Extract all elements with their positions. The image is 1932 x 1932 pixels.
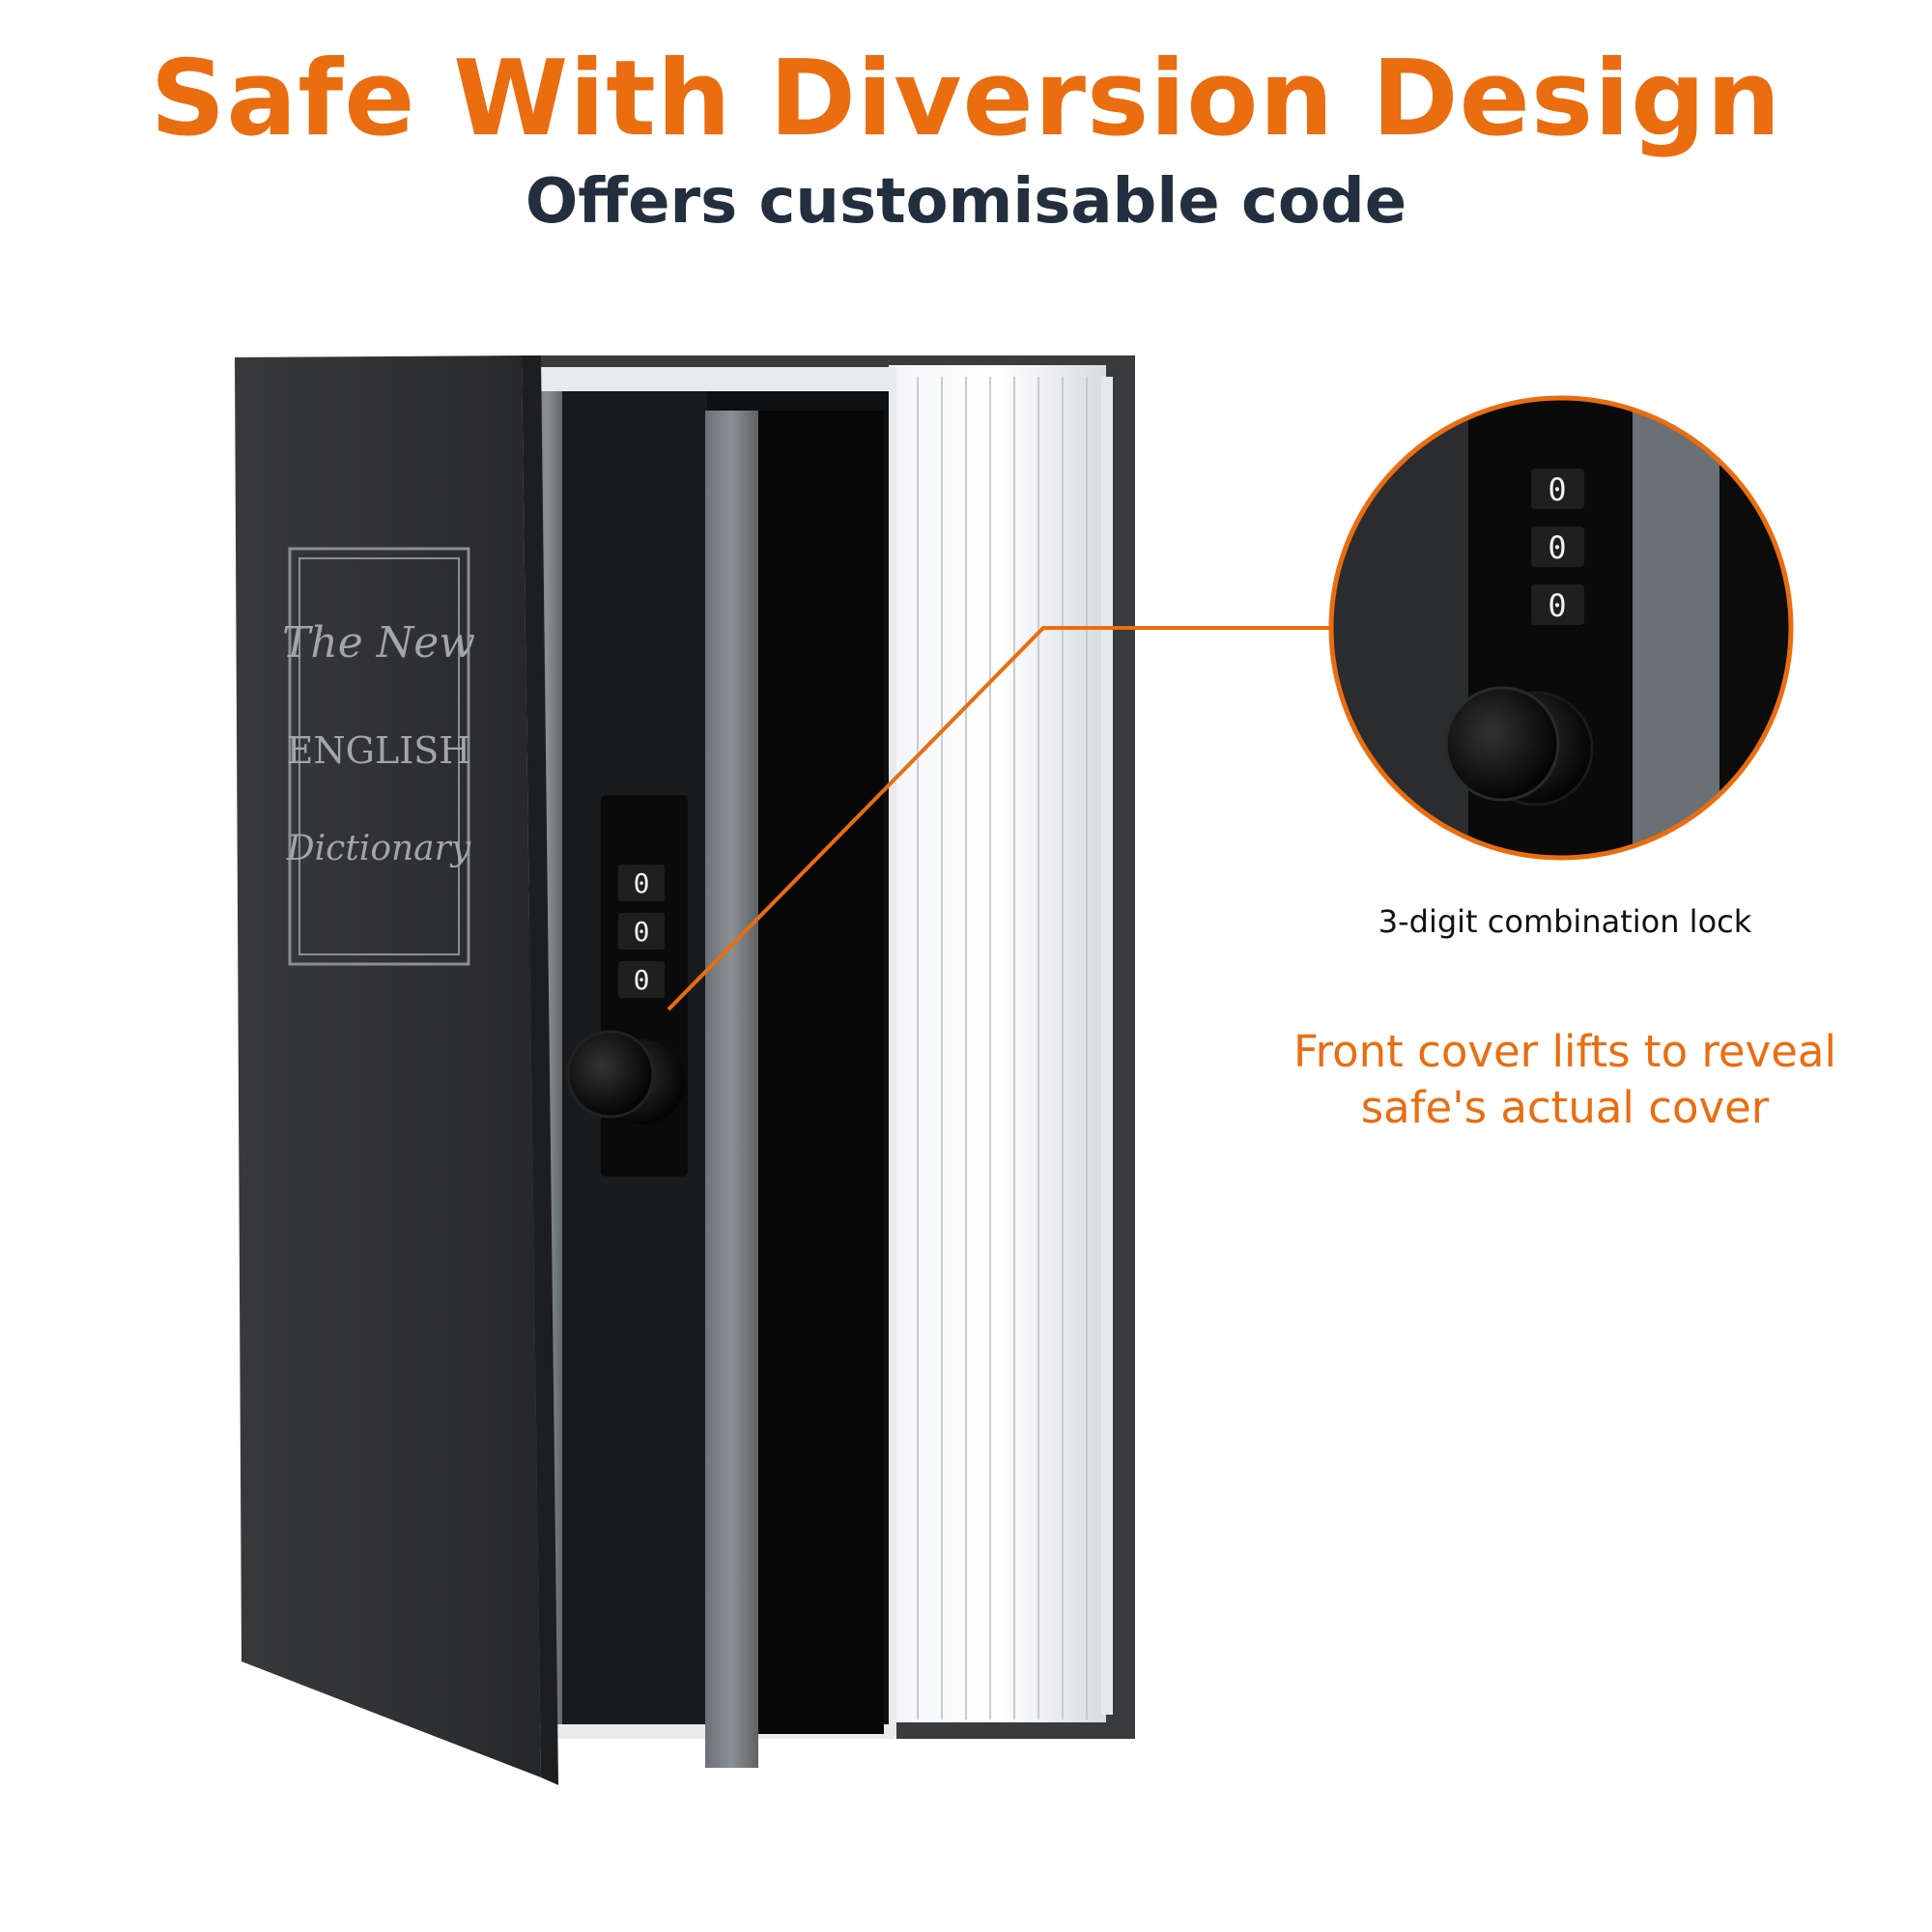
lock-zoom-circle: 0 0 0 xyxy=(1328,395,1794,861)
lock-digit-3[interactable]: 0 xyxy=(634,964,650,996)
callout-line xyxy=(667,626,1333,1011)
lock-digit-2[interactable]: 0 xyxy=(634,916,650,948)
cover-title-line2: ENGLISH xyxy=(287,729,471,772)
page-block xyxy=(889,365,1113,1722)
page-title: Safe With Diversion Design xyxy=(150,39,1782,159)
lock-digit-1[interactable]: 0 xyxy=(634,867,650,899)
combination-lock[interactable]: 0 0 0 xyxy=(566,795,688,1177)
cover-caption-line1: Front cover lifts to reveal xyxy=(1293,1026,1837,1077)
cover-title-line3: Dictionary xyxy=(286,829,471,868)
lock-caption: 3-digit combination lock xyxy=(1378,903,1752,940)
cover-title-line1: The New xyxy=(282,618,475,668)
zoom-digit-3: 0 xyxy=(1548,587,1566,624)
front-cover[interactable]: The New ENGLISH Dictionary xyxy=(235,355,558,1785)
cover-caption: Front cover lifts to reveal safe's actua… xyxy=(1246,1024,1884,1136)
page-subtitle: Offers customisable code xyxy=(525,166,1407,238)
cover-caption-line2: safe's actual cover xyxy=(1360,1082,1770,1133)
zoom-digit-2: 0 xyxy=(1548,529,1566,566)
zoom-digit-1: 0 xyxy=(1548,471,1566,508)
